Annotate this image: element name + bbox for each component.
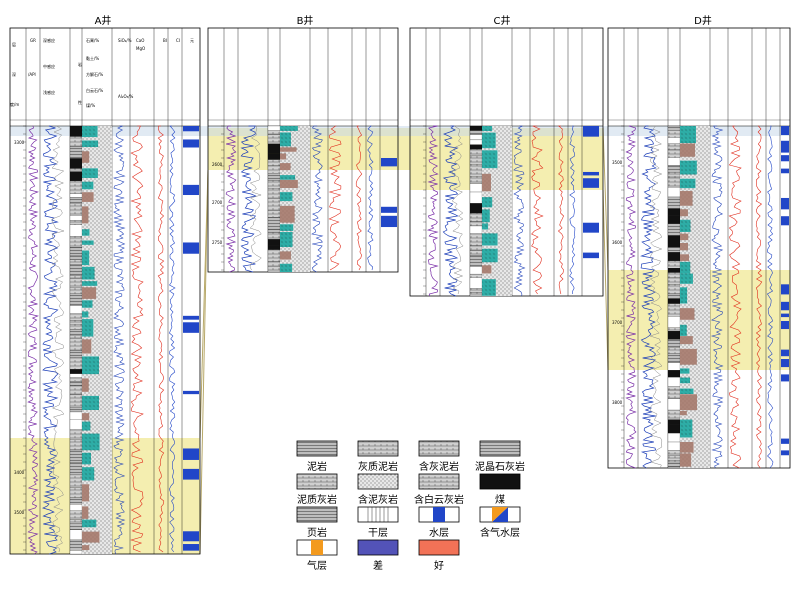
legend-label-water: 水层 [429,528,449,539]
header-calcite-a: 方解石/% [86,72,104,77]
well-title-c: C井 [493,16,511,27]
depth-label-d-1: 3600 [612,240,623,245]
legend-label-shale: 页岩 [307,528,327,539]
well-d-gr-curve [625,125,637,469]
legend-label-marl: 含泥灰岩 [358,495,398,506]
well-a-gr-curve [27,125,39,555]
legend-swatch-poor [357,539,399,556]
legend-label-calc-mudstone: 灰质泥岩 [358,462,398,473]
top-marker-band [10,126,790,136]
legend-label-dolo-limestone: 含白云灰岩 [414,495,464,506]
depth-label-b-1: 2700 [212,200,223,205]
header-al2o3-a: Al₂O₃/% [118,94,134,99]
well-b-cao-curve [328,125,342,271]
header-ci-a: CI [176,38,180,43]
well-title-d: D井 [694,16,712,27]
well-d-cao-curve [728,125,742,469]
legend-label-gas: 气层 [307,561,327,572]
depth-label-d-0: 3500 [612,160,623,165]
legend-label-argil-limestone: 泥质灰岩 [297,495,337,506]
legend-label-coal: 煤 [495,495,505,506]
legend-swatch-dry [357,506,399,523]
well-b-gr-curve [225,125,237,273]
well-c-cao-curve [531,125,544,295]
header-lith2-a: 性 [78,100,82,105]
well-title-a: A井 [94,16,112,27]
header-lith-a: 岩 [78,62,82,67]
legend-swatch-shale [296,506,338,523]
well-title-b: B井 [296,16,314,27]
legend-swatch-coal [479,473,521,490]
header-element-a: 元 [190,38,194,43]
legend-label-mudstone: 泥岩 [307,462,327,473]
legend-label-poor: 差 [373,561,383,572]
depth-label-a-2: 3500 [14,510,25,515]
legend-label-good: 好 [434,561,444,572]
legend-swatch-calc-mudstone [357,440,399,457]
legend-swatch-mudstone [296,440,338,457]
well-a-res-curve [42,125,59,555]
header-clay-a: 黏土/% [86,56,100,61]
well-d-track [607,27,791,469]
legend-swatch-micrite [479,440,521,457]
depth-label-a-0: 3300 [14,140,25,145]
correlation-line-3 [602,127,609,271]
well-c-track [409,27,604,297]
correlation-line-2 [199,169,209,555]
well-d-res-curve [640,125,657,469]
legend-label-gas-water: 含气水层 [480,528,520,539]
depth-label-b-0: 2600 [212,162,223,167]
depth-label-a-1: 3400 [14,470,25,475]
header-mgo-a: MgO [136,46,146,51]
header-cao-a: CaO [136,38,145,43]
well-b-res-curve [240,125,257,273]
well-a-cao-curve [130,125,144,553]
header-dolomite-a: 白云石/% [86,88,104,93]
well-c-gr-curve [426,125,439,297]
header-depth-a: 深 [12,72,16,77]
legend-label-micrite: 泥晶石灰岩 [475,462,525,473]
legend [296,440,521,556]
header-deep-res-a: 深感应 [43,38,55,43]
header-gr-a: GR [30,38,36,43]
legend-swatch-dolo-limestone [418,473,460,490]
legend-swatch-good [418,539,460,556]
header-sio2-a: SiO₂/% [118,38,132,43]
depth-label-b-2: 2750 [212,240,223,245]
legend-swatch-argil-limestone [296,473,338,490]
correlation-line-4 [602,189,609,371]
header-shallow-res-a: 浅感应 [43,90,55,95]
header-gr-unit-a: /API [28,72,36,77]
legend-label-dry: 干层 [368,528,388,539]
legend-label-lime-mudstone: 含灰泥岩 [419,462,459,473]
header-depth-unit-a: 度/m [10,102,20,107]
depth-label-d-3: 3800 [612,400,623,405]
header-layer-a: 层 [12,42,16,47]
legend-swatch-lime-mudstone [418,440,460,457]
depth-label-d-2: 3700 [612,320,623,325]
header-coal-a: 煤/% [86,103,96,108]
header-bi-a: BI [163,38,167,43]
header-gypsum-a: 石膏/% [86,38,100,43]
well-a-track [9,27,201,555]
header-mid-res-a: 中感应 [43,64,55,69]
legend-swatch-marl [357,473,399,490]
well-b-track [207,27,399,273]
